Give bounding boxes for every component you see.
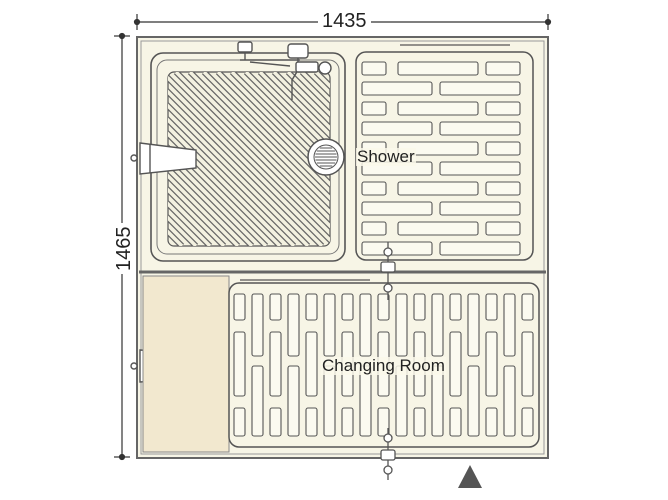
slat (431, 293, 444, 357)
slat (377, 407, 390, 437)
slat (439, 201, 521, 216)
slat (361, 121, 433, 136)
tray-ridge (168, 72, 226, 246)
tray-ridge (168, 72, 254, 246)
slat (485, 407, 498, 437)
slat (449, 293, 462, 321)
slat (485, 181, 521, 196)
slat (439, 121, 521, 136)
slat (397, 221, 479, 236)
slat (521, 293, 534, 321)
tray-ridge (202, 72, 330, 246)
slat (521, 331, 534, 397)
slat (449, 407, 462, 437)
slat (467, 293, 480, 357)
slat (233, 407, 246, 437)
tray-ridge (0, 72, 112, 246)
slat (269, 331, 282, 397)
slat (377, 293, 390, 321)
slat (395, 365, 408, 437)
slat (503, 293, 516, 357)
slat (359, 365, 372, 437)
slat (395, 293, 408, 357)
tray-ridge (0, 72, 126, 246)
slat (361, 181, 387, 196)
slat (485, 331, 498, 397)
faucet-icon (237, 41, 332, 100)
tray-ridge (0, 72, 140, 246)
tray-ridge (174, 72, 330, 246)
width-dimension-label: 1435 (318, 11, 371, 31)
slat (361, 201, 433, 216)
slat (305, 407, 318, 437)
tray-ridge (188, 72, 330, 246)
slat (341, 293, 354, 321)
shower-slat-panel (355, 44, 534, 261)
slat (521, 407, 534, 437)
changing-room-label: Changing Room (321, 356, 446, 375)
slat (269, 293, 282, 321)
slat (251, 365, 264, 437)
slat (323, 365, 336, 437)
slat (431, 365, 444, 437)
tray-ridge (0, 72, 126, 246)
slat (361, 221, 387, 236)
slat (485, 101, 521, 116)
slat (485, 141, 521, 156)
slat (449, 331, 462, 397)
tray-ridge (0, 72, 112, 246)
slat (233, 331, 246, 397)
tray-ridge (244, 72, 330, 246)
door-handle-icon (130, 142, 197, 175)
slat (251, 293, 264, 357)
slat (439, 161, 521, 176)
slat (287, 365, 300, 437)
tray-ridge (168, 72, 212, 246)
height-dimension-label: 1465 (112, 223, 136, 274)
slat (485, 293, 498, 321)
slat (503, 365, 516, 437)
slat (485, 61, 521, 76)
tray-ridge (272, 72, 330, 246)
slat (361, 241, 433, 256)
slat (361, 81, 433, 96)
tray-ridge (168, 72, 324, 246)
slat (305, 331, 318, 397)
slat (413, 293, 426, 321)
tray-ridge (168, 72, 240, 246)
tray-ridge (0, 72, 140, 246)
slat (397, 101, 479, 116)
shower-label: Shower (356, 147, 416, 166)
slat (305, 293, 318, 321)
slat (397, 181, 479, 196)
entrance-arrow-icon (458, 465, 482, 488)
tray-ridge (168, 72, 330, 246)
slat (287, 293, 300, 357)
drain-icon (307, 138, 345, 176)
tray-ridge (168, 72, 310, 246)
tray-ridge (168, 72, 296, 246)
slat (413, 407, 426, 437)
bench-area (142, 275, 230, 453)
hinge-icon (380, 242, 396, 480)
slat (359, 293, 372, 357)
slat (269, 407, 282, 437)
slat (485, 221, 521, 236)
slat (439, 241, 521, 256)
slat (397, 61, 479, 76)
slat (323, 293, 336, 357)
tray-ridge (286, 72, 330, 246)
slat (361, 101, 387, 116)
tray-ridge (258, 72, 330, 246)
slat (361, 61, 387, 76)
slat (467, 365, 480, 437)
tray-ridge (216, 72, 330, 246)
slat (439, 81, 521, 96)
slat (233, 293, 246, 321)
slat (341, 407, 354, 437)
